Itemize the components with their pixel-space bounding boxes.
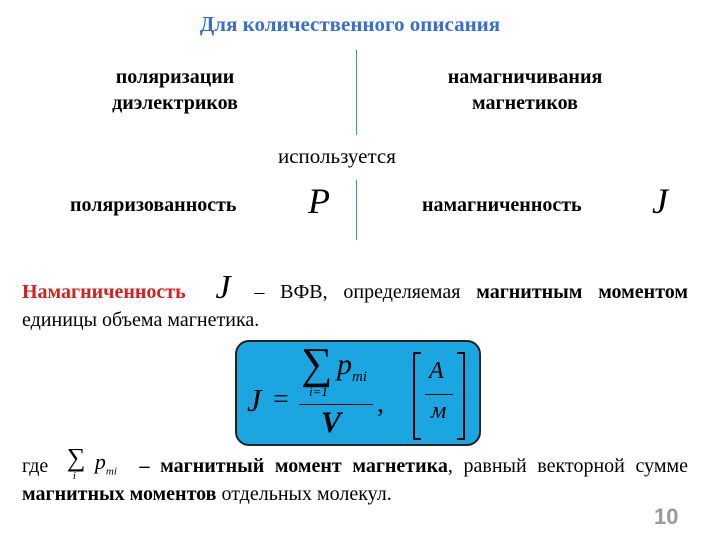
numerator-symbol: p <box>337 348 352 381</box>
denominator: V <box>321 406 342 439</box>
formula-equals: = <box>273 384 289 415</box>
where-end: отдельных молекул. <box>216 483 392 505</box>
unit-fraction-bar <box>425 394 453 395</box>
uses-text: используется <box>278 144 396 168</box>
definition-paragraph: Намагниченность J – ВФВ, определяемая ма… <box>22 271 688 334</box>
where-sum-symbol: ∑ <box>66 443 86 472</box>
page-number: 10 <box>654 504 679 529</box>
where-bold2: магнитных моментов <box>22 483 217 505</box>
definition-term: Намагниченность <box>22 281 186 303</box>
left-heading-line: диэлектриков <box>112 92 238 114</box>
polarization-label: поляризованность <box>70 194 237 216</box>
where-prefix: где <box>22 455 49 477</box>
numerator-p: pmi <box>337 348 367 386</box>
where-sum-index: i <box>72 470 76 482</box>
where-mid: , равный векторной сумме <box>447 455 689 477</box>
comma: , <box>377 388 384 419</box>
fraction-bar <box>299 404 373 405</box>
magnetization-label: намагниченность <box>422 194 582 216</box>
where-p-subscript: mi <box>105 465 117 478</box>
right-column-heading: намагничивания магнетиков <box>420 64 630 116</box>
formula-lhs: J <box>247 382 262 418</box>
unit-denominator: м <box>431 398 447 424</box>
definition-text: – ВФВ, определяемая <box>238 281 477 303</box>
slide-title: Для количественного описания <box>199 12 501 36</box>
right-heading-line: магнетиков <box>472 92 578 114</box>
sum-symbol: ∑ <box>301 339 333 388</box>
magnetization-symbol: J <box>652 181 668 221</box>
where-p-symbol: p <box>94 449 106 474</box>
numerator-subscript: mi <box>352 369 367 385</box>
left-heading-line: поляризации <box>115 66 235 88</box>
polarization-symbol: P <box>308 181 330 221</box>
unit-numerator: A <box>429 358 444 384</box>
right-heading-line: намагничивания <box>447 66 603 88</box>
unit-brackets: A м <box>413 352 465 440</box>
sum-index: i=1 <box>309 384 328 399</box>
definition-symbol: J <box>215 269 231 306</box>
definition-rest: единицы объема магнетика. <box>22 309 260 331</box>
definition-bold: магнитным моментом <box>476 281 688 303</box>
column-divider <box>356 50 357 135</box>
where-sum-expression: ∑ i pmi <box>59 444 129 483</box>
left-column-heading: поляризации диэлектриков <box>80 64 270 116</box>
where-p: pmi <box>95 450 117 483</box>
row-divider <box>356 180 357 240</box>
where-bold1: – магнитный момент магнетика <box>128 455 448 477</box>
where-paragraph: где ∑ i pmi – магнитный момент магнетика… <box>22 444 689 508</box>
formula-box: J = ∑ i=1 pmi V , A м <box>235 339 481 446</box>
